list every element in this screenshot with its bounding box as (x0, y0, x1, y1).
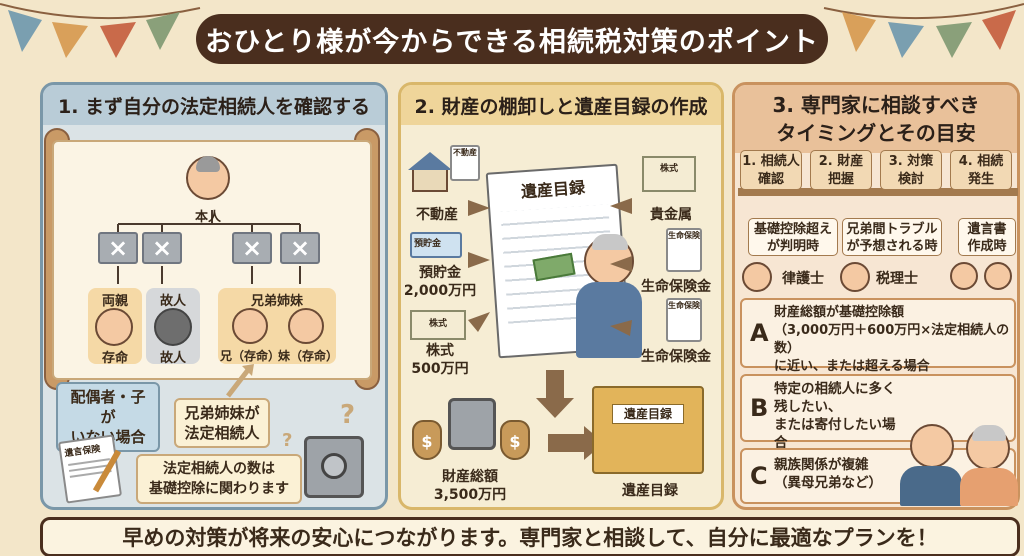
siblings-label: 兄弟姉妹 (250, 294, 303, 309)
house-roof (408, 152, 452, 170)
case-c-letter: C (750, 462, 768, 490)
timeline-bar (738, 188, 1018, 196)
panel-experts-header-line2: タイミングとその目安 (776, 121, 976, 145)
house-icon (408, 152, 452, 192)
question-icon: ? (340, 400, 356, 430)
x-box-4: × (280, 232, 320, 264)
arrow-to-siblings (226, 364, 254, 398)
deceased-label: 故人 (159, 294, 186, 309)
expert-avatar-4 (984, 262, 1012, 290)
man-consultant-avatar (910, 424, 954, 468)
step-3: 3. 対策 検討 (880, 150, 942, 190)
x-box-2: × (142, 232, 182, 264)
case-a-box: A 財産総額が基礎控除額 （3,000万円＋600万円×法定相続人の数） に近い… (740, 298, 1016, 374)
panel-inventory-header: 2. 財産の棚卸しと遺産目録の作成 (401, 85, 721, 125)
safe-icon (304, 436, 364, 498)
stock-certificate: 株式 (642, 156, 696, 192)
lawyer-avatar (742, 262, 772, 292)
money-bag-icon-1: $ (412, 420, 442, 460)
parent-status: 存命 (101, 351, 128, 366)
expert-lawyer-label: 律護士 (782, 271, 824, 287)
footer-message: 早めの対策が将来の安心につながります。専門家と相談して、自分に最適なプランを！ (40, 517, 1020, 556)
case-b-text: 特定の相続人に多く残したい、 または寄付したい場合 （遺言書） (774, 381, 896, 469)
case-c-text: 親族関係が複雑 （異母兄弟など） (774, 457, 882, 491)
elder-hair (592, 234, 628, 250)
expert-tax-label: 税理士 (876, 271, 918, 287)
folder-icon: 遺産目録 (592, 386, 704, 474)
tax-accountant-avatar (840, 262, 870, 292)
step-4: 4. 相続 発生 (950, 150, 1012, 190)
elder-body (576, 282, 642, 358)
safe-icon-2 (448, 398, 496, 450)
expert-avatar-3 (950, 262, 978, 290)
case-b-letter: B (750, 394, 769, 422)
step-1: 1. 相続人 確認 (740, 150, 802, 190)
panel2-arrows (468, 198, 632, 460)
panel-experts-header: 3. 専門家に相談すべき タイミングとその目安 (735, 85, 1017, 153)
timing-sibling-trouble: 兄弟間トラブル が予想される時 (842, 218, 942, 256)
stocks-label: 株式 500万円 (411, 343, 469, 377)
total-assets-label: 財産総額 3,500万円 (433, 469, 507, 503)
parents-label: 両親 (101, 294, 128, 309)
step-2: 2. 財産 把握 (810, 150, 872, 190)
life-insurance-label-2: 生命保険金 (641, 349, 711, 365)
deceased-avatar (154, 308, 192, 346)
case-a-letter: A (750, 319, 769, 347)
safe-dial (321, 453, 347, 479)
bunting-decoration (0, 3, 1024, 58)
woman-hair (972, 425, 1006, 441)
real-estate-doc: 不動産 (450, 145, 480, 181)
will-document: 遺言保険 (57, 434, 123, 504)
folder-label: 遺産目録 (612, 404, 684, 424)
man-consultant-body (900, 466, 962, 506)
insurance-doc-1: 生命保険 (666, 228, 702, 272)
money-bag-icon-2: $ (500, 420, 530, 460)
self-avatar (186, 156, 230, 200)
case-a-text: 財産総額が基礎控除額 （3,000万円＋600万円×法定相続人の数） に近い、ま… (774, 305, 1010, 374)
sister-status: 妹（存命） (278, 349, 339, 363)
woman-client-body (960, 468, 1018, 506)
brother-avatar (232, 308, 268, 344)
sister-avatar (288, 308, 324, 344)
case-b-box: B 特定の相続人に多く残したい、 または寄付したい場合 （遺言書） (740, 374, 1016, 469)
self-hair (196, 156, 220, 172)
note-heirs-count: 法定相続人の数は 基礎控除に関わります (136, 454, 302, 504)
woman-client-avatar (966, 425, 1010, 470)
stock-certificate-small: 株式 (410, 310, 466, 340)
x-box-1: × (98, 232, 138, 264)
family-tree-lines (117, 210, 301, 284)
brother-status: 兄（存命） (220, 349, 281, 363)
real-estate-label: 不動産 (416, 207, 458, 223)
callout-siblings-heirs: 兄弟姉妹が 法定相続人 (174, 398, 270, 448)
life-insurance-label-1: 生命保険金 (641, 279, 711, 295)
timing-will-creation: 遺言書 作成時 (958, 218, 1016, 256)
timing-basic-deduction: 基礎控除超え が判明時 (748, 218, 838, 256)
page-title: おひとり様が今からできる相続税対策のポイント (196, 14, 828, 64)
bankbook-icon: 預貯金 (410, 232, 462, 258)
precious-metals-label: 貴金属 (650, 207, 692, 223)
self-label: 本人 (194, 210, 221, 225)
panel-heirs-header: 1. まず自分の法定相続人を確認する (43, 85, 385, 125)
x-box-3: × (232, 232, 272, 264)
savings-label: 預貯金 2,000万円 (403, 265, 477, 299)
panel-experts-header-line1: 3. 専門家に相談すべき (772, 93, 980, 117)
question-small-icon: ? (282, 430, 293, 451)
deceased-status: 故人 (159, 351, 186, 366)
folder-caption: 遺産目録 (622, 483, 678, 499)
insurance-doc-2: 生命保険 (666, 298, 702, 342)
parent-avatar (95, 308, 133, 346)
